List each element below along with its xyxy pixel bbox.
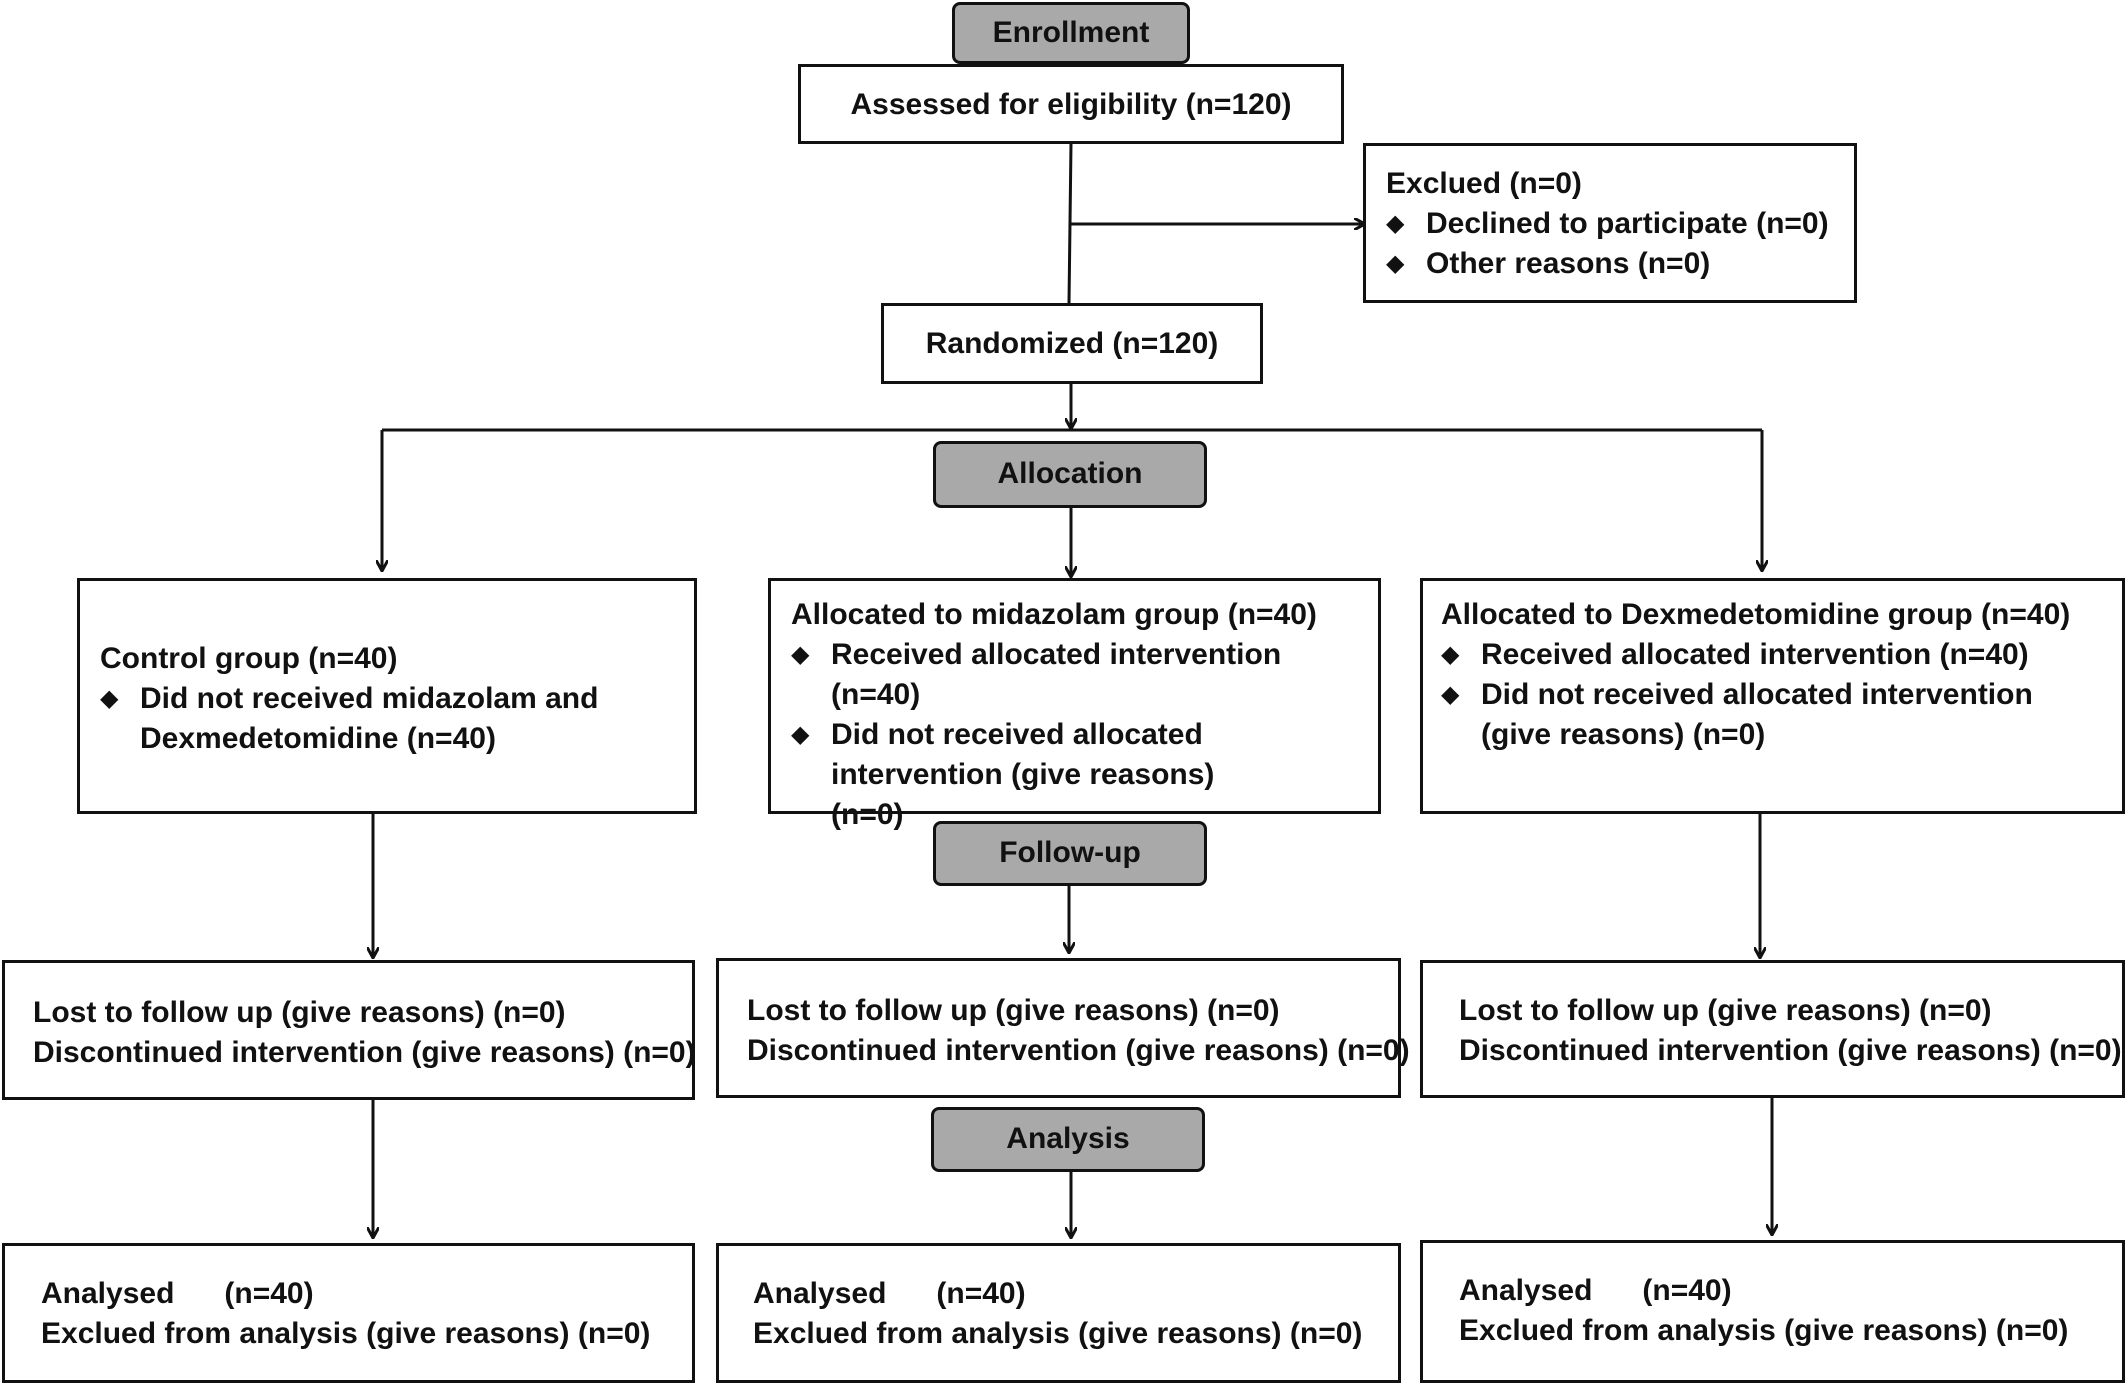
- analysis-excluded: Exclued from analysis (give reasons) (n=…: [753, 1317, 1363, 1350]
- followup-discontinued: Discontinued intervention (give reasons)…: [1459, 1034, 2122, 1067]
- excluded-title: Exclued (n=0): [1386, 167, 1582, 200]
- analysed-line: Analysed (n=40): [41, 1274, 692, 1314]
- excluded-item-text: Other reasons (n=0): [1426, 247, 1711, 280]
- assessed-text: Assessed for eligibility (n=120): [850, 88, 1292, 121]
- allocation-item-text: Received allocated intervention (n=40): [1481, 638, 2029, 671]
- allocation-item-text: Did not received midazolam and Dexmedeto…: [140, 682, 599, 755]
- analysed-label: Analysed: [41, 1277, 175, 1310]
- analysed-line: Analysed (n=40): [753, 1274, 1398, 1314]
- control-followup-box: Lost to follow up (give reasons) (n=0) D…: [2, 960, 696, 1100]
- allocation-item: ◆ Received allocated intervention (n=40): [1441, 635, 2122, 675]
- allocation-title: Allocated to Dexmedetomidine group (n=40…: [1441, 598, 2071, 631]
- randomized-text: Randomized (n=120): [925, 327, 1219, 360]
- analysed-count: (n=40): [1642, 1274, 1732, 1307]
- followup-discontinued: Discontinued intervention (give reasons)…: [747, 1034, 1410, 1067]
- diamond-icon: ◆: [1386, 210, 1405, 237]
- allocation-title: Control group (n=40): [100, 642, 398, 675]
- control-analysis-box: Analysed (n=40) Exclued from analysis (gi…: [2, 1243, 695, 1383]
- control-group-box: Control group (n=40) ◆ Did not received …: [77, 578, 697, 814]
- allocation-item-text: Received allocated intervention (n=40): [831, 638, 1282, 711]
- stage-follow-up: Follow-up: [933, 821, 1207, 886]
- diamond-icon: ◆: [100, 685, 119, 712]
- allocation-item: ◆ Did not received allocated interventio…: [1441, 675, 2122, 755]
- excluded-box: Exclued (n=0) ◆ Declined to participate …: [1363, 143, 1857, 303]
- diamond-icon: ◆: [1386, 250, 1405, 277]
- line-assessed-to-randomized: [1067, 142, 1073, 304]
- excluded-item: ◆ Declined to participate (n=0): [1386, 204, 1854, 244]
- diamond-icon: ◆: [1441, 641, 1460, 668]
- excluded-item: ◆ Other reasons (n=0): [1386, 244, 1854, 284]
- diamond-icon: ◆: [1441, 681, 1460, 708]
- excluded-item-text: Declined to participate (n=0): [1426, 207, 1829, 240]
- analysed-label: Analysed: [753, 1277, 887, 1310]
- allocation-item: ◆ Did not received midazolam and Dexmede…: [100, 679, 694, 759]
- dexmedetomidine-analysis-box: Analysed (n=40) Exclued from analysis (gi…: [1420, 1240, 2125, 1383]
- midazolam-analysis-box: Analysed (n=40) Exclued from analysis (gi…: [716, 1243, 1401, 1383]
- analysed-count: (n=40): [936, 1277, 1026, 1310]
- diamond-icon: ◆: [791, 721, 810, 748]
- allocation-item-text: Did not received allocated intervention …: [831, 718, 1215, 831]
- analysed-label: Analysed: [1459, 1274, 1593, 1307]
- stage-allocation: Allocation: [933, 441, 1207, 508]
- diamond-icon: ◆: [791, 641, 810, 668]
- stage-analysis: Analysis: [931, 1107, 1205, 1172]
- analysis-excluded: Exclued from analysis (give reasons) (n=…: [41, 1317, 651, 1350]
- allocation-item-text: Did not received allocated intervention …: [1481, 678, 2033, 751]
- assessed-box: Assessed for eligibility (n=120): [798, 64, 1344, 144]
- analysed-count: (n=40): [224, 1277, 314, 1310]
- analysis-excluded: Exclued from analysis (give reasons) (n=…: [1459, 1314, 2069, 1347]
- followup-lost: Lost to follow up (give reasons) (n=0): [747, 994, 1280, 1027]
- analysed-line: Analysed (n=40): [1459, 1271, 2122, 1311]
- followup-lost: Lost to follow up (give reasons) (n=0): [1459, 994, 1992, 1027]
- dexmedetomidine-followup-box: Lost to follow up (give reasons) (n=0) D…: [1420, 960, 2125, 1098]
- dexmedetomidine-group-box: Allocated to Dexmedetomidine group (n=40…: [1420, 578, 2125, 814]
- stage-enrollment: Enrollment: [952, 2, 1190, 64]
- allocation-title: Allocated to midazolam group (n=40): [791, 598, 1317, 631]
- midazolam-group-box: Allocated to midazolam group (n=40) ◆ Re…: [768, 578, 1381, 831]
- midazolam-followup-box: Lost to follow up (give reasons) (n=0) D…: [716, 958, 1410, 1098]
- followup-lost: Lost to follow up (give reasons) (n=0): [33, 996, 566, 1029]
- allocation-item: ◆ Received allocated intervention (n=40): [791, 635, 1378, 715]
- randomized-box: Randomized (n=120): [881, 303, 1263, 384]
- allocation-item: ◆ Did not received allocated interventio…: [791, 715, 1378, 835]
- followup-discontinued: Discontinued intervention (give reasons)…: [33, 1036, 696, 1069]
